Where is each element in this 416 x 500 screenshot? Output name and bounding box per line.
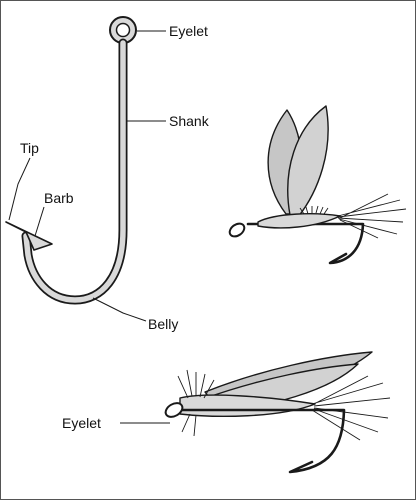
leader-lines xyxy=(8,30,170,424)
label-shank: Shank xyxy=(169,113,210,129)
label-eyelet-bottom: Eyelet xyxy=(62,415,101,431)
hook-eyelet-hole xyxy=(115,22,131,38)
lower-fly-hackle xyxy=(177,369,215,437)
upper-fly-wing-front xyxy=(287,105,329,218)
label-barb: Barb xyxy=(44,190,74,206)
upper-fly xyxy=(228,105,407,265)
upper-fly-hook xyxy=(246,222,365,265)
upper-fly-body xyxy=(257,213,341,229)
belly-leader xyxy=(92,297,147,322)
hook-barb xyxy=(5,221,53,251)
label-eyelet-top: Eyelet xyxy=(169,23,208,39)
hook-body-outline xyxy=(21,38,128,305)
label-belly: Belly xyxy=(148,316,178,332)
lower-fly xyxy=(164,351,391,474)
hook-body xyxy=(23,40,126,303)
lower-fly-tail xyxy=(311,375,391,441)
label-tip: Tip xyxy=(20,140,39,156)
upper-fly-hackle xyxy=(299,205,329,215)
lower-fly-eyelet xyxy=(164,402,184,418)
lower-fly-hook xyxy=(178,408,346,474)
tip-leader xyxy=(8,157,31,221)
upper-fly-tail xyxy=(337,193,407,239)
large-hook xyxy=(5,16,137,305)
barb-leader xyxy=(34,206,45,237)
lower-fly-body xyxy=(179,394,316,417)
upper-fly-eyelet xyxy=(228,222,246,238)
